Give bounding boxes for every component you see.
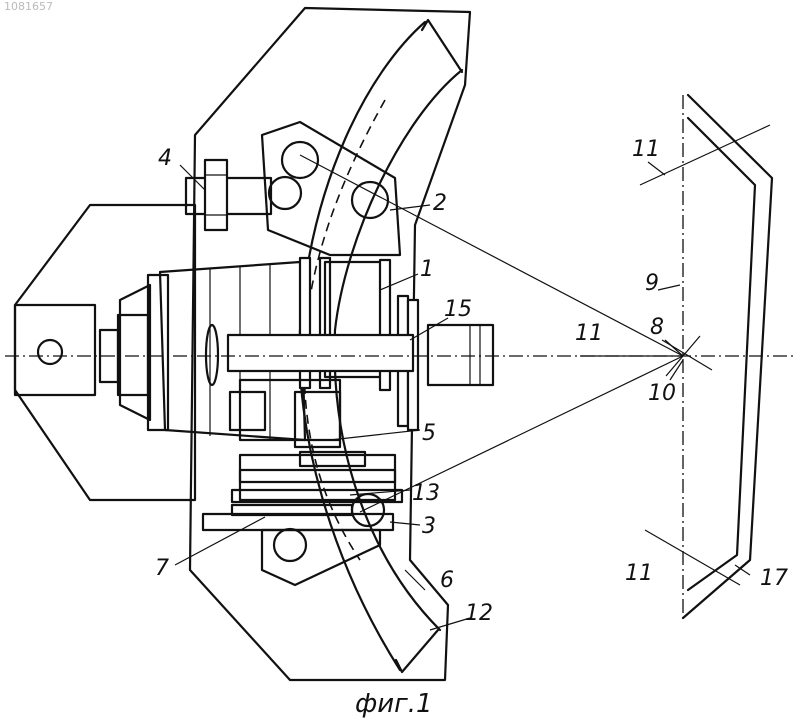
- shaft-15: [228, 335, 413, 371]
- label-4: 4: [158, 146, 172, 171]
- figure-caption: фиг.1: [355, 689, 433, 719]
- plate-3: [203, 514, 393, 530]
- label-11-bottom: 11: [625, 561, 653, 586]
- label-9: 9: [645, 271, 659, 296]
- motor-collar-2: [118, 315, 148, 395]
- label-10: 10: [648, 381, 676, 406]
- unit-5-knob: [230, 392, 265, 430]
- motor-handle: [206, 325, 218, 385]
- screen-frame-inner: [688, 118, 755, 590]
- arc-guide-end-top: [422, 20, 462, 72]
- label-17: 17: [760, 566, 788, 591]
- bracket-4-plate: [205, 160, 227, 230]
- hinge-pin: [38, 340, 62, 364]
- label-13: 13: [412, 481, 440, 506]
- roller-top-3: [352, 182, 388, 218]
- carriage-2: [262, 122, 400, 255]
- line-11-bottom: [645, 530, 740, 585]
- document-number: 1081657: [4, 0, 53, 13]
- label-11-axis: 11: [575, 321, 603, 346]
- label-5: 5: [422, 421, 436, 446]
- projector-head: [428, 325, 493, 385]
- label-11-top: 11: [632, 137, 660, 162]
- roller-top-1: [282, 142, 318, 178]
- label-12: 12: [465, 601, 493, 626]
- label-1: 1: [420, 257, 434, 282]
- label-3: 3: [422, 514, 436, 539]
- roller-top-2: [269, 177, 301, 209]
- projector-lens-lines: [470, 325, 480, 385]
- motor-flange: [120, 285, 150, 420]
- roller-bottom-1: [274, 529, 306, 561]
- label-2: 2: [433, 191, 447, 216]
- hinge-block: [15, 305, 95, 395]
- label-15: 15: [444, 297, 472, 322]
- label-8: 8: [650, 315, 664, 340]
- label-6: 6: [440, 568, 454, 593]
- arc-guide-end-bottom: [396, 630, 438, 672]
- label-7: 7: [155, 556, 169, 581]
